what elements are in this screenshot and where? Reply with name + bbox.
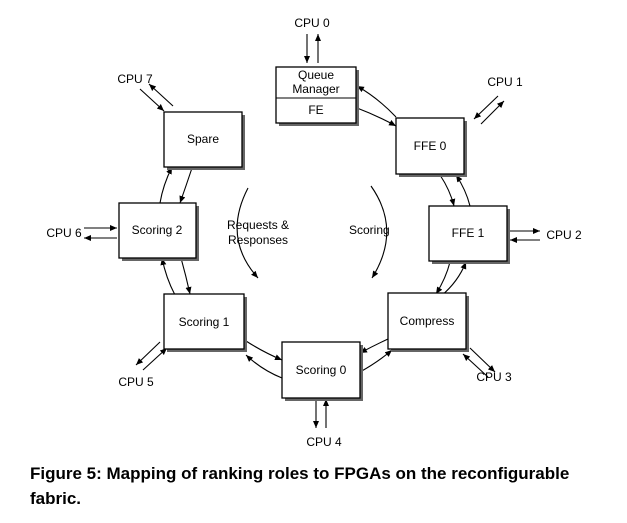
compress-node: Compress — [387, 292, 469, 352]
arc-scoring0-to-scoring1 — [245, 354, 283, 379]
figure-caption: Figure 5: Mapping of ranking roles to FP… — [30, 464, 570, 508]
arc-qm-to-ffe0 — [356, 107, 397, 127]
arc-scoring2-to-scoring1 — [180, 257, 192, 295]
scoring1-node: Scoring 1 — [163, 293, 247, 352]
compress-label: Compress — [400, 314, 455, 328]
scoring0-label: Scoring 0 — [296, 363, 347, 377]
arc-scoring2-to-spare — [159, 166, 173, 204]
fpga-ring-diagram: Requests & Responses Scoring Queue — [46, 16, 582, 449]
ffe0-label: FFE 0 — [414, 139, 447, 153]
arc-compress-to-scoring0 — [359, 338, 389, 354]
spare-node: Spare — [163, 111, 245, 170]
queue-manager-node: Queue Manager FE — [275, 66, 359, 126]
ffe1-label: FFE 1 — [452, 226, 485, 240]
cpu-links — [84, 34, 540, 428]
queue-manager-label-line2: Manager — [292, 82, 339, 96]
scoring1-label: Scoring 1 — [179, 315, 230, 329]
scoring2-label: Scoring 2 — [132, 223, 183, 237]
cpu4-label: CPU 4 — [306, 435, 342, 449]
queue-manager-label-line1: Queue — [298, 68, 334, 82]
arc-ffe1-to-compress — [435, 261, 451, 295]
scoring0-node: Scoring 0 — [281, 341, 363, 401]
cpu1-label: CPU 1 — [487, 75, 523, 89]
cpu6-label: CPU 6 — [46, 226, 82, 240]
arc-scoring1-to-scoring2 — [160, 257, 176, 296]
arc-ffe0-to-qm — [356, 85, 397, 118]
requests-label-line1: Requests & — [227, 218, 289, 232]
scoring-center-label: Scoring — [349, 223, 390, 237]
cpu3-label: CPU 3 — [476, 370, 512, 384]
cpu0-label: CPU 0 — [294, 16, 330, 30]
queue-manager-fe-label: FE — [308, 103, 323, 117]
spare-label: Spare — [187, 132, 219, 146]
arc-scoring0-to-compress — [359, 349, 393, 373]
arc-ffe1-to-ffe0 — [455, 174, 471, 207]
requests-curved-arrow — [236, 187, 259, 279]
arc-compress-to-ffe1 — [440, 261, 467, 297]
cpu5-label: CPU 5 — [118, 375, 154, 389]
scoring-curved-arrow — [370, 185, 388, 279]
arc-spare-to-scoring2 — [179, 167, 193, 204]
cpu7-label: CPU 7 — [117, 72, 153, 86]
cpu2-label: CPU 2 — [546, 228, 582, 242]
ffe1-node: FFE 1 — [428, 205, 510, 264]
requests-label-line2: Responses — [228, 233, 288, 247]
arc-scoring1-to-scoring0 — [245, 340, 283, 361]
arc-ffe0-to-ffe1 — [439, 174, 456, 207]
scoring2-node: Scoring 2 — [118, 202, 199, 261]
ffe0-node: FFE 0 — [395, 117, 467, 177]
